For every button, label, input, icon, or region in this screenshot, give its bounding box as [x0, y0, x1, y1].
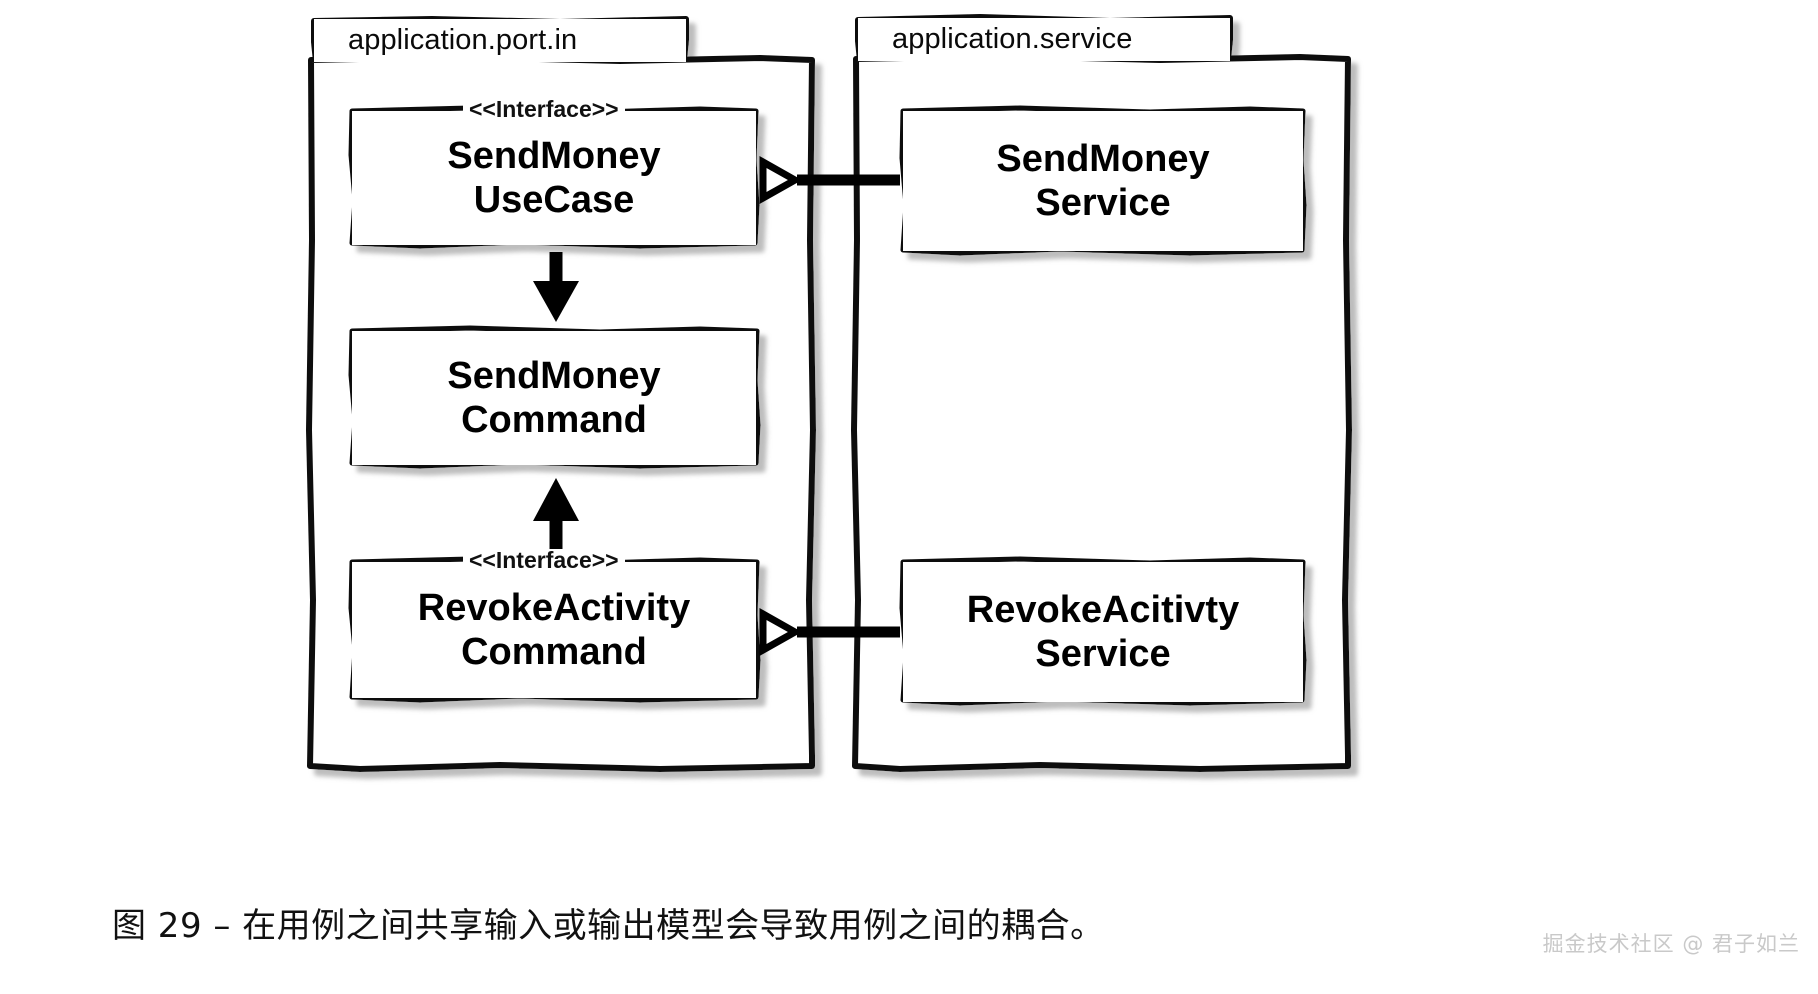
class-name-revoke-activity-service-line1: RevokeAcitivty [966, 588, 1240, 631]
stereotype-revoke-activity-command: <<Interface>> [463, 549, 625, 572]
class-name-send-money-use-case-line2: UseCase [473, 179, 635, 221]
class-name-revoke-activity-command-line2: Command [461, 631, 647, 673]
package-tab-port-in[interactable]: application.port.in [314, 19, 686, 62]
class-name-revoke-activity-command-line1: RevokeActivity [417, 586, 691, 629]
class-box-revoke-activity-service[interactable]: RevokeAcitivty Service [903, 562, 1303, 702]
class-box-send-money-service[interactable]: SendMoney Service [903, 111, 1303, 251]
class-name-send-money-service-line2: Service [1035, 182, 1171, 224]
class-name-send-money-command-line2: Command [461, 399, 647, 441]
class-box-send-money-command[interactable]: SendMoney Command [352, 331, 756, 465]
class-name-revoke-activity-service-line2: Service [1035, 633, 1171, 675]
package-tab-service-label: application.service [892, 23, 1133, 55]
watermark: 掘金技术社区 @ 君子如兰 [1542, 932, 1800, 956]
package-tab-service[interactable]: application.service [858, 18, 1230, 61]
relation-revoke-command-to-command [533, 478, 579, 550]
package-tab-port-in-label: application.port.in [348, 24, 578, 56]
class-box-revoke-activity-command[interactable]: RevokeActivity Command [352, 562, 756, 698]
relation-usecase-uses-command [533, 252, 579, 322]
class-box-send-money-use-case[interactable]: SendMoney UseCase [352, 111, 756, 245]
relation-revoke-realization [759, 608, 900, 656]
relation-send-money-realization [759, 156, 900, 204]
class-name-send-money-command-line1: SendMoney [447, 354, 661, 397]
figure-caption: 图 29 – 在用例之间共享输入或输出模型会导致用例之间的耦合。 [112, 906, 1105, 946]
stereotype-send-money-use-case: <<Interface>> [463, 98, 625, 121]
class-name-send-money-service-line1: SendMoney [996, 137, 1210, 180]
class-name-send-money-use-case-line1: SendMoney [447, 134, 661, 177]
